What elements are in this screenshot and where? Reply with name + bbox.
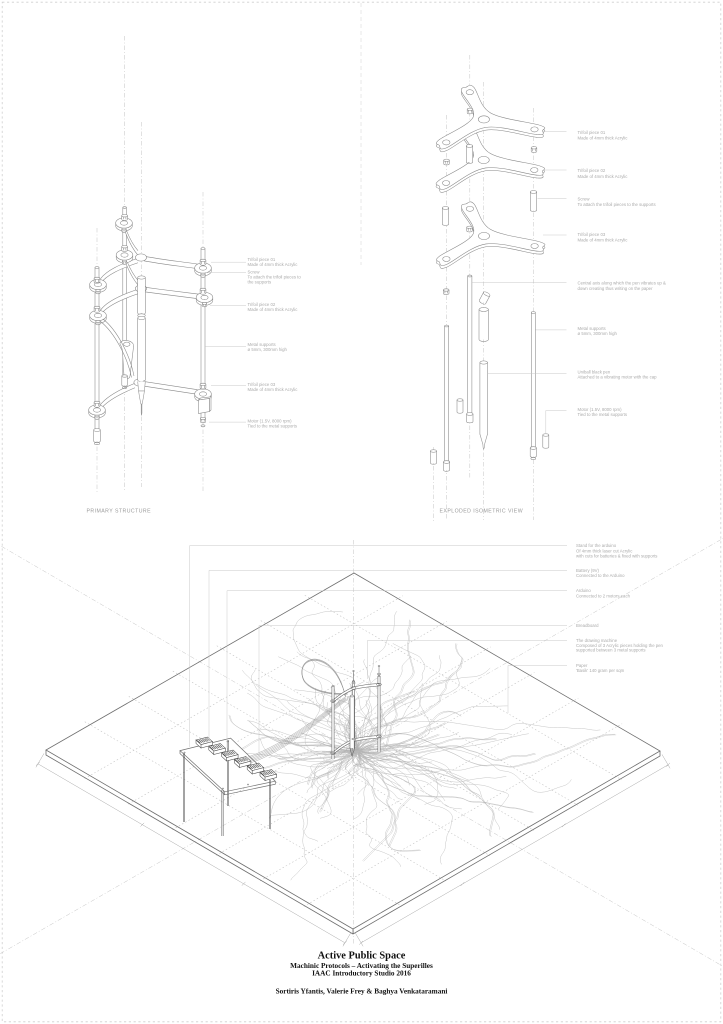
svg-text:Machinic Protocols – Activatin: Machinic Protocols – Activating the Supe… bbox=[290, 962, 433, 970]
svg-text:Screw: Screw bbox=[248, 269, 261, 274]
svg-text:Made of 4mm thick Acrylic: Made of 4mm thick Acrylic bbox=[578, 135, 629, 140]
svg-text:Made of 4mm thick Acrylic: Made of 4mm thick Acrylic bbox=[248, 262, 299, 267]
svg-text:down creating thus writing on: down creating thus writing on the paper bbox=[578, 286, 654, 291]
svg-text:Tied to the metal supports: Tied to the metal supports bbox=[578, 412, 628, 417]
svg-text:Trifoil piece 03: Trifoil piece 03 bbox=[248, 382, 276, 387]
svg-text:the supports: the supports bbox=[248, 279, 272, 284]
svg-text:Composed of 3 Acrylic pieces h: Composed of 3 Acrylic pieces holding the… bbox=[576, 643, 664, 648]
svg-text:Of 4mm thick laser cut Acrylic: Of 4mm thick laser cut Acrylic bbox=[576, 548, 633, 553]
svg-text:Metal supports: Metal supports bbox=[578, 326, 606, 331]
svg-text:Trifoil piece 03: Trifoil piece 03 bbox=[578, 232, 606, 237]
svg-text:Trifoil piece 02: Trifoil piece 02 bbox=[248, 302, 276, 307]
svg-text:Active Public Space: Active Public Space bbox=[318, 951, 406, 962]
svg-text:ø 5mm, 300mm high: ø 5mm, 300mm high bbox=[578, 331, 618, 336]
svg-text:Tied to the metal supports: Tied to the metal supports bbox=[248, 424, 298, 429]
svg-text:Battery (9V): Battery (9V) bbox=[576, 568, 599, 573]
svg-text:ø 5mm, 300mm high: ø 5mm, 300mm high bbox=[248, 347, 288, 352]
svg-text:with cuts for batteries & fixe: with cuts for batteries & fixed with sup… bbox=[576, 553, 657, 558]
svg-text:EXPLODED ISOMETRIC VIEW: EXPLODED ISOMETRIC VIEW bbox=[440, 509, 524, 515]
svg-text:Sortiris Yfantis, Valerie Frey: Sortiris Yfantis, Valerie Frey & Baghya … bbox=[276, 987, 448, 995]
svg-text:Central axis along which the p: Central axis along which the pen vibrate… bbox=[578, 281, 667, 286]
svg-text:Connected to the Arduino: Connected to the Arduino bbox=[576, 573, 625, 578]
svg-text:To attach the trifoil pieces t: To attach the trifoil pieces to bbox=[248, 274, 302, 279]
svg-text:Motor (1.5V, 8000 rpm): Motor (1.5V, 8000 rpm) bbox=[578, 407, 623, 412]
svg-text:Arduino: Arduino bbox=[576, 588, 591, 593]
svg-text:Metal supports: Metal supports bbox=[248, 342, 276, 347]
svg-text:Made of 4mm thick Acrylic: Made of 4mm thick Acrylic bbox=[578, 174, 629, 179]
svg-text:supported between 3 metal supp: supported between 3 metal supports bbox=[576, 648, 646, 653]
svg-text:Made of 4mm thick Acrylic: Made of 4mm thick Acrylic bbox=[248, 307, 299, 312]
svg-text:IAAC Introductory Studio 2016: IAAC Introductory Studio 2016 bbox=[312, 970, 411, 978]
svg-text:PRIMARY STRUCTURE: PRIMARY STRUCTURE bbox=[87, 509, 152, 515]
svg-text:'Basik' 140 gram per sqm: 'Basik' 140 gram per sqm bbox=[576, 668, 625, 673]
svg-text:Breadboard: Breadboard bbox=[576, 623, 599, 628]
svg-text:Trifoil piece 02: Trifoil piece 02 bbox=[578, 168, 606, 173]
svg-text:Stand for the arduino: Stand for the arduino bbox=[576, 543, 617, 548]
svg-text:Trifoil piece 01: Trifoil piece 01 bbox=[248, 257, 276, 262]
svg-text:The drawing machine: The drawing machine bbox=[576, 638, 618, 643]
svg-text:Connected to 2 motors each: Connected to 2 motors each bbox=[576, 593, 631, 598]
svg-text:Uniball black pen: Uniball black pen bbox=[578, 370, 611, 375]
svg-text:Made of 4mm thick Acrylic: Made of 4mm thick Acrylic bbox=[578, 238, 629, 243]
svg-text:Screw: Screw bbox=[578, 197, 591, 202]
svg-text:Motor (1.5V, 8000 rpm): Motor (1.5V, 8000 rpm) bbox=[248, 419, 293, 424]
svg-text:To attach the trifoil pieces t: To attach the trifoil pieces to the supp… bbox=[578, 202, 656, 207]
svg-text:Paper: Paper bbox=[576, 663, 588, 668]
svg-text:Made of 4mm thick Acrylic: Made of 4mm thick Acrylic bbox=[248, 387, 299, 392]
svg-text:Trifoil piece 01: Trifoil piece 01 bbox=[578, 130, 606, 135]
svg-text:Attached to a vibrating motor: Attached to a vibrating motor with the c… bbox=[578, 375, 658, 380]
